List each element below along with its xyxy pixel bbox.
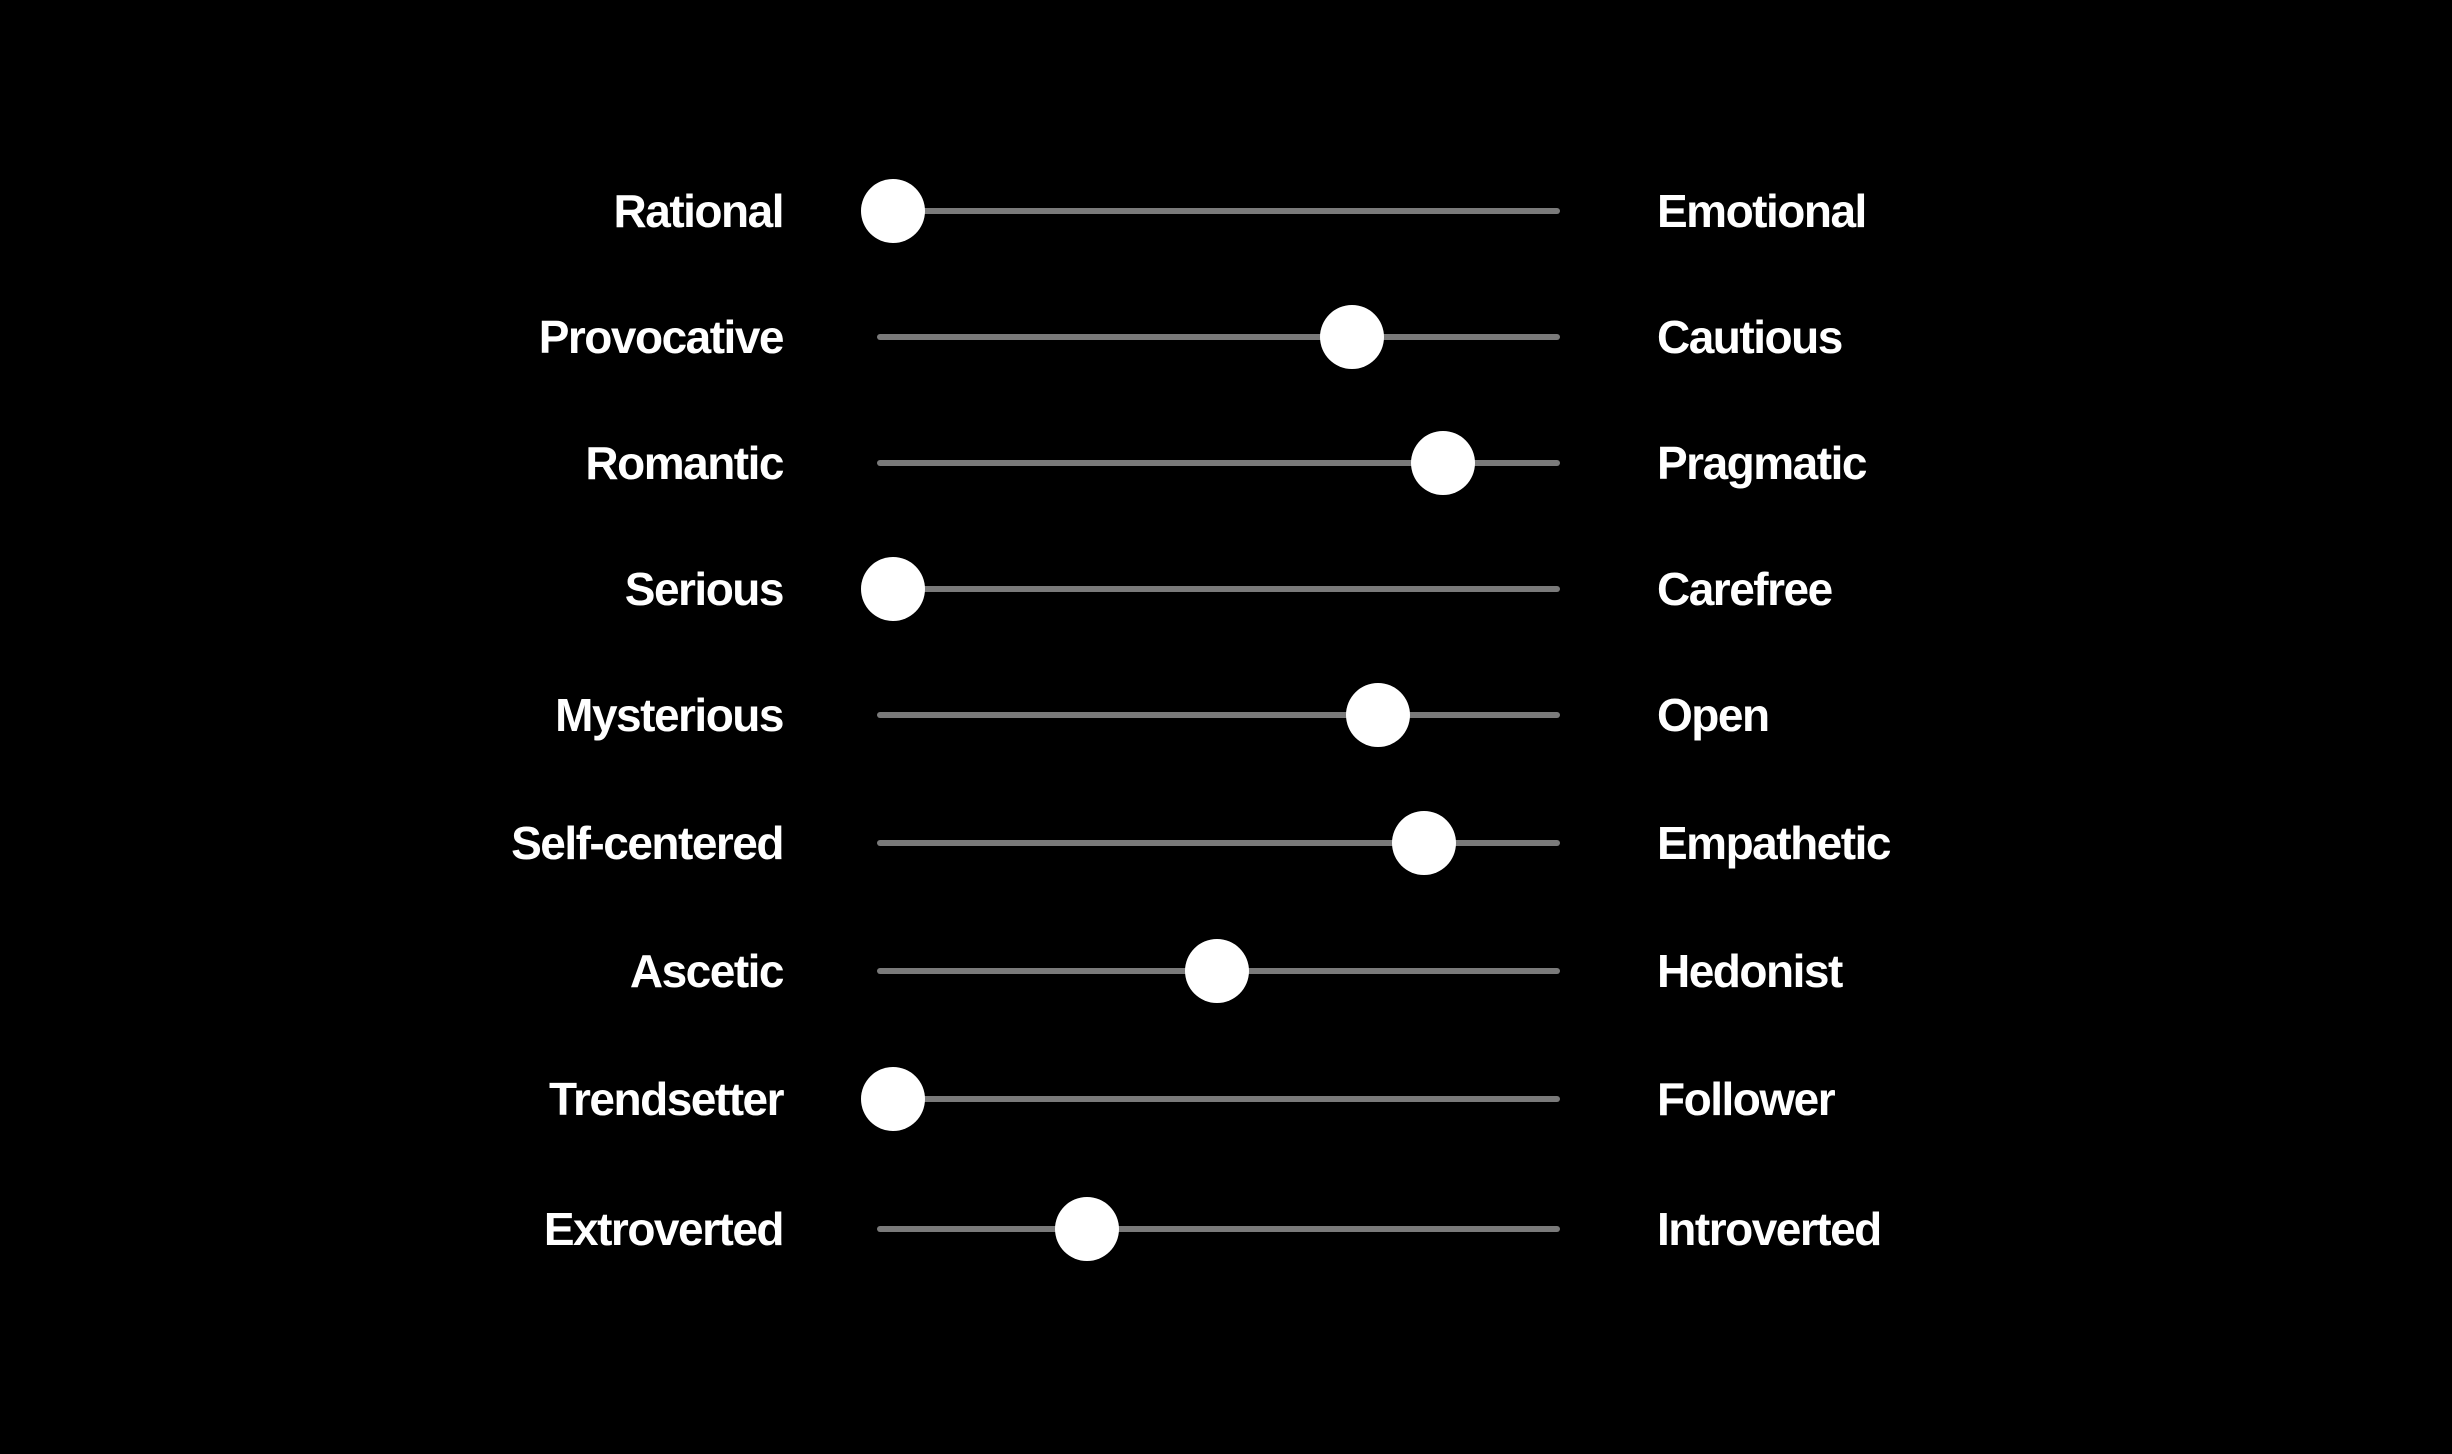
slider-right-label: Empathetic [1657,817,1891,869]
slider-track[interactable] [877,1226,1560,1232]
slider-track[interactable] [877,460,1560,466]
slider-row: Romantic Pragmatic [0,413,2452,513]
slider-track[interactable] [877,1096,1560,1102]
slider-thumb[interactable] [1055,1197,1120,1261]
slider-row: Extroverted Introverted [0,1179,2452,1279]
slider-left-label: Serious [624,563,785,615]
slider-row: Ascetic Hedonist [0,921,2452,1021]
slider-row: Provocative Cautious [0,287,2452,387]
slider-right-label: Emotional [1657,185,1867,237]
slider-thumb[interactable] [861,179,925,243]
slider-left-label: Mysterious [555,689,784,741]
slider-row: Serious Carefree [0,539,2452,639]
slider-thumb[interactable] [1410,431,1475,495]
slider-left-label: Trendsetter [548,1073,785,1125]
slider-right-label: Follower [1657,1073,1836,1125]
slider-thumb[interactable] [1320,305,1385,369]
slider-track[interactable] [877,586,1560,592]
slider-row: Rational Emotional [0,161,2452,261]
slider-right-label: Pragmatic [1657,437,1867,489]
slider-thumb[interactable] [861,557,925,621]
slider-track[interactable] [877,712,1560,718]
slider-left-label: Self-centered [511,817,784,869]
slider-left-label: Rational [613,185,785,237]
slider-track[interactable] [877,840,1560,846]
slider-thumb[interactable] [1391,811,1456,875]
slider-right-label: Hedonist [1657,945,1843,997]
slider-right-label: Cautious [1657,311,1843,363]
slider-row: Trendsetter Follower [0,1049,2452,1149]
slider-right-label: Introverted [1657,1203,1882,1255]
slider-thumb[interactable] [1184,939,1249,1003]
slider-thumb[interactable] [1346,683,1411,747]
slider-right-label: Carefree [1657,563,1833,615]
slider-thumb[interactable] [861,1067,925,1131]
slider-left-label: Romantic [585,437,784,489]
slider-row: Self-centered Empathetic [0,793,2452,893]
slider-right-label: Open [1657,689,1770,741]
slider-left-label: Ascetic [629,945,785,997]
slider-row: Mysterious Open [0,665,2452,765]
slider-left-label: Extroverted [543,1203,785,1255]
slider-track[interactable] [877,334,1560,340]
slider-left-label: Provocative [538,311,785,363]
slider-track[interactable] [877,208,1560,214]
